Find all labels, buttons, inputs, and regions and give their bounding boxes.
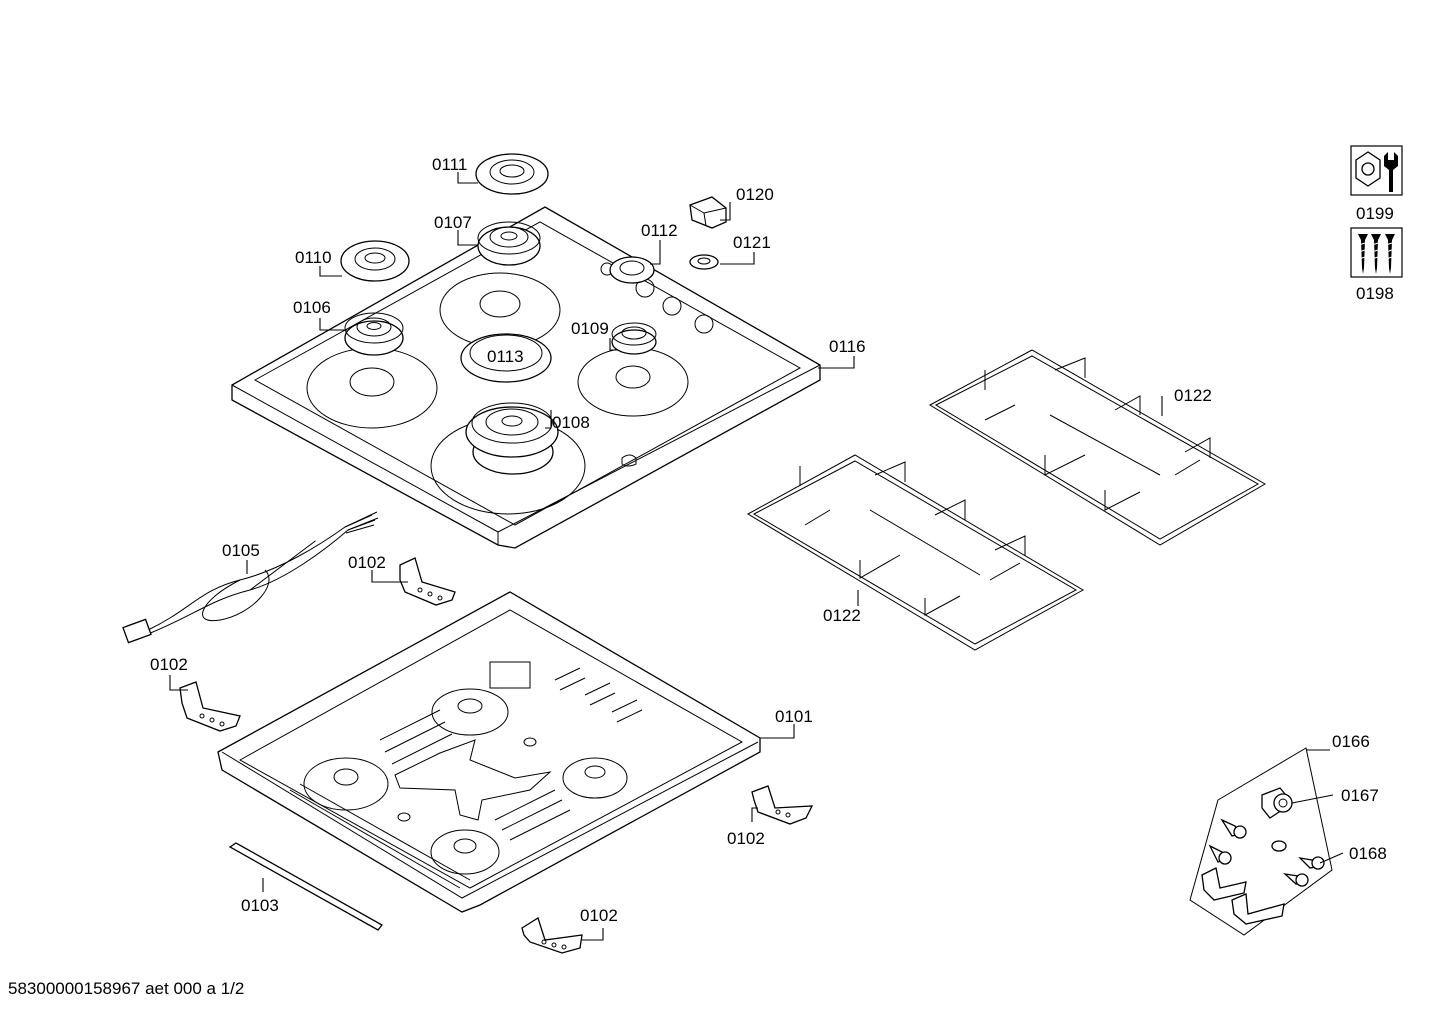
burner-cap-0106: [344, 312, 404, 356]
label-0121: 0121: [733, 233, 771, 252]
mounting-clamp-a: [399, 557, 456, 606]
document-id: 58300000158967 aet 000 a 1/2: [8, 979, 245, 998]
label-0102-bottom: 0102: [580, 906, 618, 925]
label-0198: 0198: [1356, 284, 1394, 303]
label-0103: 0103: [241, 896, 279, 915]
pan-support-right: [928, 349, 1266, 546]
part-labels: 0111 0107 0110 0106 0120 0112 0121 0109 …: [150, 155, 1394, 925]
mounting-clamp-c: [751, 785, 814, 825]
mounting-clamp-b: [179, 681, 241, 732]
power-cable-0105: [122, 511, 379, 644]
burner-ring-0110: [340, 240, 410, 282]
burner-cap-0113: [460, 333, 552, 383]
label-0110: 0110: [295, 248, 332, 267]
base-tray-0101: [217, 591, 761, 913]
label-0120: 0120: [736, 185, 774, 204]
label-0108: 0108: [552, 413, 590, 432]
pan-support-left: [746, 454, 1085, 651]
label-0168: 0168: [1349, 844, 1387, 863]
label-0102-left: 0102: [150, 655, 188, 674]
label-0102-top: 0102: [348, 553, 386, 572]
label-0116: 0116: [829, 337, 866, 356]
label-0109: 0109: [571, 319, 609, 338]
label-0167: 0167: [1341, 786, 1379, 805]
label-0122-left: 0122: [823, 606, 861, 625]
label-0107: 0107: [434, 213, 472, 232]
burner-0109: [611, 322, 657, 355]
gas-connector-kit: [1189, 747, 1333, 936]
label-0166: 0166: [1332, 732, 1370, 751]
wrench-nut-icon: [1350, 145, 1403, 196]
control-knob-0120: [689, 196, 727, 229]
label-0199: 0199: [1356, 204, 1394, 223]
label-0102-right: 0102: [727, 829, 765, 848]
burner-ring-0111: [475, 153, 549, 195]
label-0101: 0101: [775, 707, 813, 726]
burner-cap-0107: [477, 221, 541, 266]
label-0122-right: 0122: [1174, 386, 1212, 405]
label-0106: 0106: [293, 298, 331, 317]
leader-lines: [169, 172, 1344, 941]
spring-clip-0121: [689, 254, 719, 270]
label-0112: 0112: [641, 221, 678, 240]
label-0105: 0105: [222, 541, 260, 560]
screws-icon: [1350, 227, 1403, 278]
mounting-clamp-d: [521, 917, 583, 954]
label-0111: 0111: [432, 155, 467, 174]
knob-bezel-0112: [609, 256, 655, 284]
seal-strip-0103: [228, 842, 383, 931]
wok-burner-0108: [465, 402, 559, 475]
label-0113: 0113: [487, 347, 524, 366]
